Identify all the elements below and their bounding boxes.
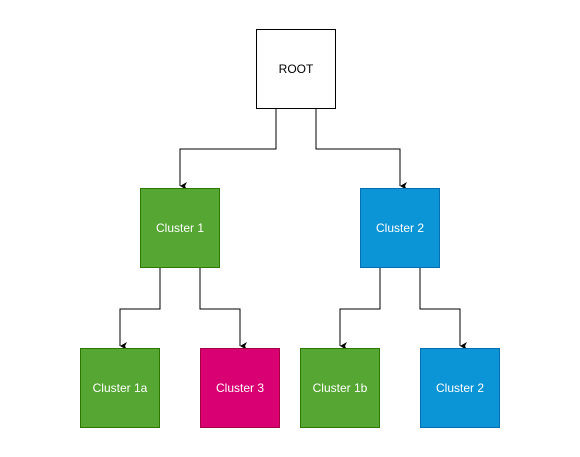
cluster-3-label: Cluster 3 bbox=[215, 381, 265, 395]
root-node-label: ROOT bbox=[278, 62, 314, 76]
cluster-1a-node[interactable]: Cluster 1a bbox=[80, 348, 160, 428]
cluster-2-child-label: Cluster 2 bbox=[435, 381, 485, 395]
cluster-1a-label: Cluster 1a bbox=[92, 381, 148, 395]
edge-root-to-cluster1 bbox=[179, 109, 277, 190]
edge-cluster1-to-cluster1a bbox=[119, 268, 161, 350]
cluster-3-node[interactable]: Cluster 3 bbox=[200, 348, 280, 428]
edge-cluster1-to-cluster3 bbox=[199, 268, 247, 350]
edge-root-to-cluster2 bbox=[315, 109, 407, 190]
edge-cluster2-to-cluster1b bbox=[339, 268, 381, 350]
edge-cluster2-to-cluster2-child bbox=[419, 268, 467, 350]
root-node[interactable]: ROOT bbox=[256, 29, 336, 109]
cluster-1-node[interactable]: Cluster 1 bbox=[140, 188, 220, 268]
cluster-1-label: Cluster 1 bbox=[155, 221, 205, 235]
cluster-2-label: Cluster 2 bbox=[375, 221, 425, 235]
cluster-1b-label: Cluster 1b bbox=[312, 381, 368, 395]
cluster-2-node[interactable]: Cluster 2 bbox=[360, 188, 440, 268]
cluster-1b-node[interactable]: Cluster 1b bbox=[300, 348, 380, 428]
cluster-2-child-node[interactable]: Cluster 2 bbox=[420, 348, 500, 428]
